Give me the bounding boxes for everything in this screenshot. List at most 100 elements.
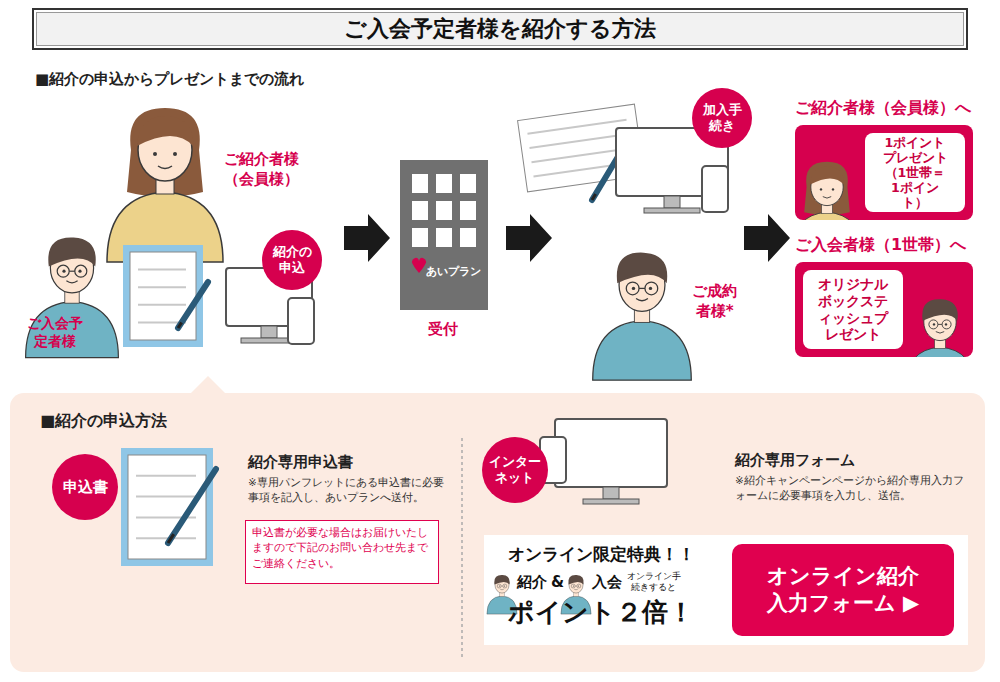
illustration-part [400, 160, 488, 310]
illustration-part [288, 298, 314, 344]
node-text: 申込書が必要な場合はお届けいたしますので下記のお問い合わせ先までご連絡ください。 [252, 525, 432, 571]
illustration-part [494, 575, 509, 584]
person-figure [593, 253, 692, 381]
illustration-part [436, 228, 452, 247]
illustration-part [460, 228, 476, 247]
illustration-part [168, 469, 216, 543]
illustration-part [138, 269, 186, 271]
node-text: オンライン紹介入力フォーム ▶ [764, 563, 922, 618]
node-text: ご紹介者様（会員様）へ [795, 98, 971, 119]
label-text: 受付 [428, 320, 458, 339]
illustration-part [178, 322, 182, 328]
illustration-part [583, 499, 639, 504]
illustration-part [168, 534, 174, 543]
panel-pointer [190, 376, 226, 394]
illustration-part [69, 271, 75, 272]
gift-box: オリジナルボックスティッシュプレゼント [803, 270, 903, 349]
illustration-part [153, 152, 157, 156]
node-text: 加入手続き [701, 102, 743, 133]
illustration-part [138, 286, 186, 288]
illustration-part [922, 299, 958, 321]
node-text: ■紹介の申込方法 [40, 411, 167, 432]
illustration-part [702, 166, 728, 212]
illustration-part [555, 419, 667, 487]
illustration-part [832, 188, 834, 190]
illustration-part [501, 586, 503, 587]
illustration-part [820, 188, 822, 190]
illustration-part [644, 208, 700, 213]
person-figure [905, 299, 973, 357]
step-badge: 加入手続き [692, 88, 752, 148]
label-text: ご入会予定者様 [26, 314, 85, 350]
illustration-part [504, 586, 505, 587]
illustration-part [936, 332, 944, 334]
illustration-part [942, 320, 951, 329]
person-figure [795, 162, 862, 220]
illustration-part [933, 323, 935, 325]
office-building [400, 160, 488, 310]
label-text: あいプラン [426, 264, 481, 279]
illustration-part [645, 282, 658, 295]
illustration-part [138, 304, 186, 306]
illustration-part [636, 299, 648, 301]
illustration-part [412, 228, 428, 247]
flow-arrow [506, 214, 552, 262]
gift-box: 1ポイントプレゼント（1世帯＝1ポイント） [865, 133, 965, 212]
illustration-part [412, 258, 426, 273]
illustration-part [78, 270, 81, 273]
illustration-part [173, 152, 177, 156]
form-sheet [123, 245, 203, 347]
illustration-part [593, 321, 692, 381]
computer-icon [540, 419, 667, 504]
illustration-part [412, 174, 428, 193]
illustration-part [503, 584, 507, 588]
badge-circle [52, 454, 118, 520]
illustration-part [529, 134, 628, 148]
person-figure [26, 238, 119, 358]
illustration-part [136, 475, 196, 477]
illustration-part [823, 197, 831, 199]
illustration-part [261, 326, 277, 338]
illustration-part [127, 108, 203, 197]
label-text: 紹介専用申込書 [248, 453, 353, 472]
node-text: & [551, 573, 564, 591]
illustration-part [575, 586, 577, 587]
node-text: 紹介 [517, 573, 547, 592]
node-text: 申込書 [63, 478, 108, 496]
illustration-part [436, 201, 452, 220]
illustration-part [497, 584, 501, 588]
pen-icon [168, 469, 216, 543]
label-text: ご紹介者様（会員様） [222, 150, 302, 189]
node-text: ご入会者様（1世帯）へ [795, 235, 966, 256]
pen-icon [178, 282, 208, 328]
illustration-part [123, 245, 203, 347]
node-text: 紹介の申込 [271, 244, 313, 275]
node-text: オンライン手続きすると [626, 571, 682, 593]
illustration-part [938, 324, 942, 325]
method-panel: ■紹介の申込方法申込書申込書が必要な場合はお届けいたしますので下記のお問い合わせ… [10, 393, 985, 672]
gift-panel: ご入会者様（1世帯）へオリジナルボックスティッシュプレゼント [795, 262, 973, 357]
illustration-part [57, 265, 69, 277]
illustration-part [75, 265, 87, 277]
illustration-part [945, 323, 947, 325]
illustration-part [568, 575, 583, 584]
illustration-part [500, 589, 504, 591]
illustration-part [632, 287, 635, 290]
step-badge: 紹介の申込 [262, 230, 322, 290]
illustration-part [527, 120, 626, 134]
illustration-part [578, 586, 579, 587]
node-text: ポイント２倍！ [508, 595, 694, 630]
illustration-part [573, 586, 574, 587]
illustration-part [26, 302, 119, 358]
illustration-part [574, 589, 578, 591]
illustration-part [929, 320, 938, 329]
node-text: インターネット [487, 454, 543, 485]
illustration-part [499, 586, 500, 587]
illustration-part [460, 201, 476, 220]
illustration-part [178, 282, 208, 328]
node-text: オリジナルボックスティッシュプレゼント [817, 276, 890, 343]
illustration-part [136, 496, 196, 498]
badge-circle [262, 230, 322, 290]
form-sheet [121, 448, 213, 566]
